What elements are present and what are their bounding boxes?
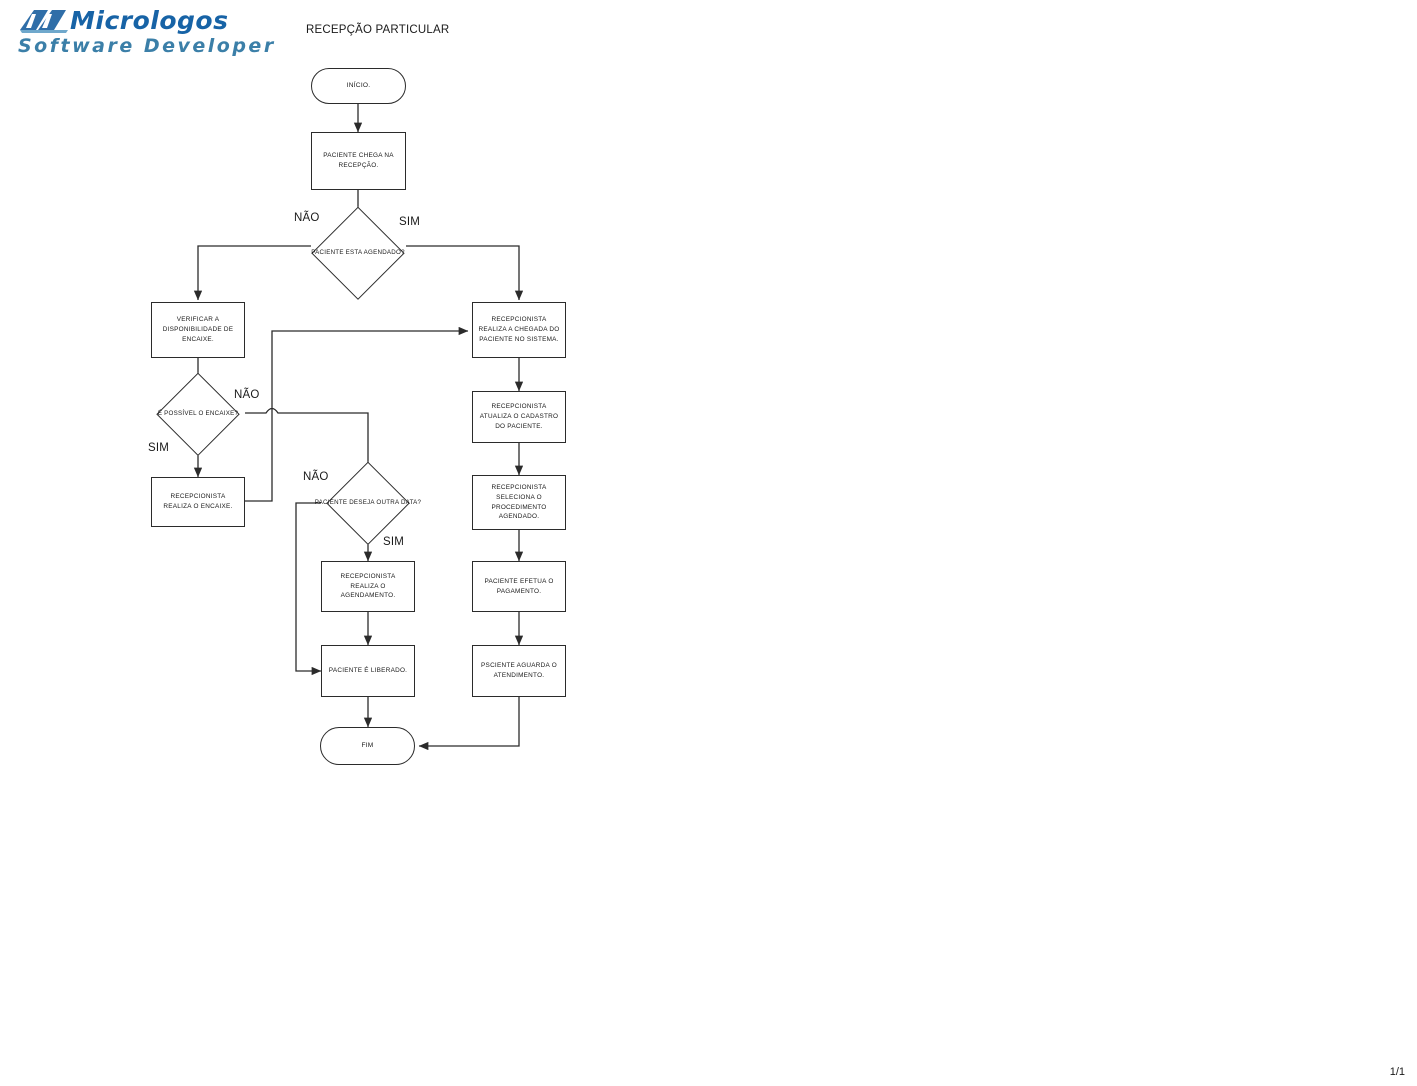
node-patient-released-label: PACIENTE É LIBERADO. [328,667,408,675]
edge-otherdate-no [295,502,322,676]
node-slot-possible[interactable]: É POSSÍVEL O ENCAIXE? [141,372,255,456]
node-start[interactable]: INÍCIO. [311,68,406,104]
node-is-scheduled-label: PACIENTE ESTA AGENDADO? [311,249,405,257]
edge-label-slot-possible-yes: SIM [148,442,170,454]
node-do-schedule[interactable]: RECEPCIONISTA REALIZA O AGENDAMENTO. [321,561,415,612]
node-payment-label: PACIENTE EFETUA O PAGAMENTO. [484,577,554,595]
edge-label-scheduled-yes: SIM [399,216,421,228]
page-number: 1/1 [1389,1066,1405,1078]
node-end-label: FIM [361,741,374,749]
edge-slotpossible-no [245,407,373,481]
node-other-date-label: PACIENTE DESEJA OUTRA DATA? [314,499,422,507]
node-update-registration[interactable]: RECEPCIONISTA ATUALIZA O CADASTRO DO PAC… [472,391,566,443]
node-end[interactable]: FIM [320,727,415,765]
node-select-procedure-label: RECEPCIONISTA SELECIONA O PROCEDIMENTO A… [491,483,547,521]
edge-label-other-date-yes: SIM [383,536,405,548]
node-start-label: INÍCIO. [346,81,371,89]
edge-scheduled-yes [406,245,524,301]
logo-tagline: Software Developer [18,35,276,57]
node-patient-arrives-label: PACIENTE CHEGA NA RECEPÇÃO. [323,152,394,169]
edge-scheduled-no [193,245,311,301]
edge-waiting-end [418,697,520,751]
node-patient-released[interactable]: PACIENTE É LIBERADO. [321,645,415,697]
edge-label-slot-possible-no: NÃO [234,389,260,401]
node-update-registration-label: RECEPCIONISTA ATUALIZA O CADASTRO DO PAC… [479,403,559,430]
node-do-slot-label: RECEPCIONISTA REALIZA O ENCAIXE. [163,493,233,510]
node-checkin-system-label: RECEPCIONISTA REALIZA A CHEGADA DO PACIE… [478,316,560,343]
mv-monogram-icon [20,10,68,33]
node-is-scheduled[interactable]: PACIENTE ESTA AGENDADO? [296,206,420,300]
node-patient-arrives[interactable]: PACIENTE CHEGA NA RECEPÇÃO. [311,132,406,190]
node-select-procedure[interactable]: RECEPCIONISTA SELECIONA O PROCEDIMENTO A… [472,475,566,530]
node-do-schedule-label: RECEPCIONISTA REALIZA O AGENDAMENTO. [340,572,396,600]
node-do-slot[interactable]: RECEPCIONISTA REALIZA O ENCAIXE. [151,477,245,527]
edge-label-scheduled-no: NÃO [294,212,320,224]
company-logo: Micrologos Software Developer [10,4,273,60]
node-check-availability-label: VERIFICAR A DISPONIBILIDADE DE ENCAIXE. [162,316,234,343]
node-waiting-service[interactable]: PSCIENTE AGUARDA O ATENDIMENTO. [472,645,566,697]
node-slot-possible-label: É POSSÍVEL O ENCAIXE? [157,410,239,418]
edge-label-other-date-no: NÃO [303,471,329,483]
node-other-date[interactable]: PACIENTE DESEJA OUTRA DATA? [311,461,425,545]
node-waiting-service-label: PSCIENTE AGUARDA O ATENDIMENTO. [481,662,557,679]
node-checkin-system[interactable]: RECEPCIONISTA REALIZA A CHEGADA DO PACIE… [472,302,566,358]
page-title: RECEPÇÃO PARTICULAR [306,24,450,36]
node-check-availability[interactable]: VERIFICAR A DISPONIBILIDADE DE ENCAIXE. [151,302,245,358]
logo-wordmark: Micrologos [70,6,229,35]
node-payment[interactable]: PACIENTE EFETUA O PAGAMENTO. [472,561,566,612]
